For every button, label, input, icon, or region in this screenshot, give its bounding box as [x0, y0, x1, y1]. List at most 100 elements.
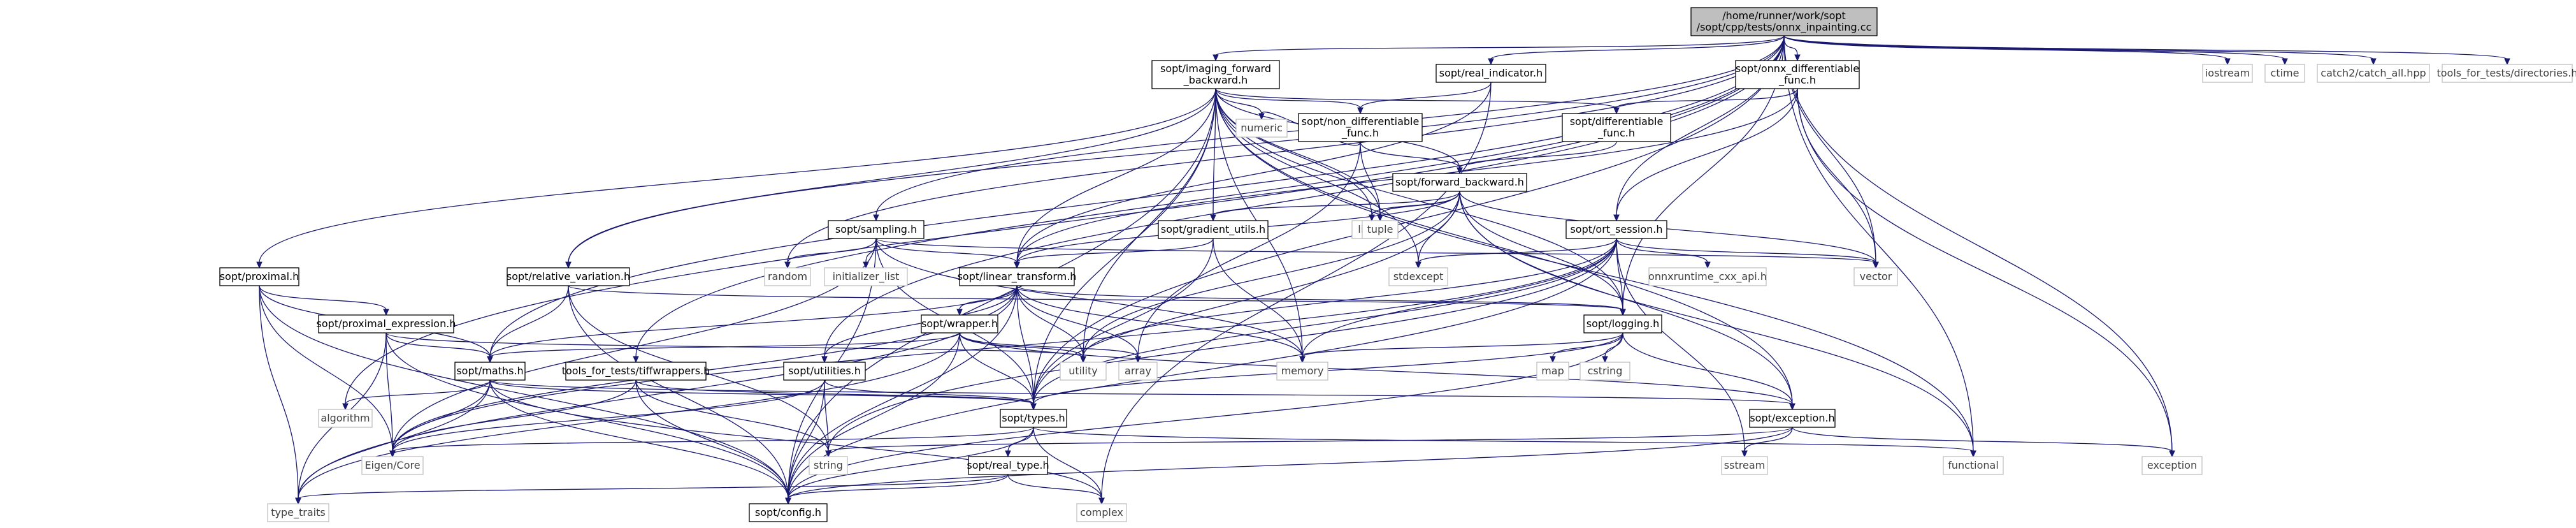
- edge-arrowhead: [389, 450, 396, 458]
- node-diff[interactable]: sopt/differentiable_func.h: [1562, 113, 1671, 142]
- node-label: tuple: [1367, 223, 1393, 235]
- node-realind[interactable]: sopt/real_indicator.h: [1436, 64, 1546, 83]
- node-label: type_traits: [271, 506, 325, 519]
- node-label: sopt/linear_transform.h: [958, 270, 1077, 283]
- edge-arrowhead: [1377, 214, 1383, 222]
- node-stdexcept: stdexcept: [1388, 267, 1448, 286]
- edge-logging-to-exception: [1622, 332, 1793, 405]
- node-onnxdiff[interactable]: sopt/onnx_differentiable_func.h: [1735, 60, 1860, 89]
- node-label: sopt/maths.h: [456, 365, 523, 377]
- node-proxexpr[interactable]: sopt/proximal_expression.h: [317, 314, 456, 334]
- edge-arrowhead: [1873, 261, 1879, 269]
- edge-arrowhead: [565, 261, 572, 269]
- node-box: [1000, 409, 1067, 428]
- node-label: _func.h: [1597, 127, 1635, 140]
- edge-arrowhead: [342, 403, 349, 411]
- node-box: [318, 314, 454, 334]
- edge-logging-to-config: [788, 332, 1623, 499]
- edge-ort-to-config: [788, 238, 1617, 499]
- node-lt[interactable]: sopt/linear_transform.h: [958, 267, 1077, 286]
- edge-exception-to-config: [788, 427, 1793, 499]
- edge-lt-to-memory: [1016, 285, 1303, 358]
- edge-arrowhead: [295, 497, 301, 505]
- edges-layer: [256, 35, 2510, 505]
- node-label: sopt/non_differentiable: [1302, 115, 1420, 128]
- node-box: [1735, 60, 1860, 89]
- edge-arrowhead: [1005, 450, 1011, 458]
- node-label: initializer_list: [833, 270, 900, 283]
- edge-wrapper-to-utility: [959, 332, 1084, 358]
- edge-arrowhead: [873, 214, 879, 222]
- edge-sampling-to-vector: [875, 238, 1876, 263]
- node-util_h[interactable]: sopt/utilities.h: [783, 362, 866, 381]
- node-box: [968, 456, 1048, 475]
- node-utility: utility: [1060, 362, 1107, 381]
- edge-arrowhead: [1613, 214, 1620, 222]
- edge-prox-to-eigen: [259, 285, 393, 452]
- node-root[interactable]: /home/runner/work/sopt/sopt/cpp/tests/on…: [1690, 7, 1878, 36]
- node-tiff[interactable]: tools_for_tests/tiffwrappers.h: [562, 362, 710, 381]
- node-label: tools_for_tests/directories.h: [2436, 67, 2576, 80]
- node-array: array: [1118, 362, 1158, 381]
- node-fb[interactable]: sopt/forward_backward.h: [1392, 173, 1527, 192]
- node-config[interactable]: sopt/config.h: [749, 503, 828, 522]
- node-box: [361, 456, 424, 475]
- edge-maths-to-eigen: [392, 379, 491, 452]
- node-wrapper[interactable]: sopt/wrapper.h: [921, 314, 998, 334]
- edge-root-to-maths: [489, 35, 1785, 358]
- node-label: exception: [2147, 459, 2197, 471]
- edge-ifb-to-utility: [1083, 88, 1216, 358]
- node-exception[interactable]: sopt/exception.h: [1749, 409, 1836, 428]
- edge-arrowhead: [2224, 58, 2231, 66]
- node-label: sopt/wrapper.h: [921, 318, 998, 330]
- edge-ort-to-memory: [1302, 238, 1617, 358]
- node-label: sopt/ort_session.h: [1570, 223, 1662, 236]
- edge-fb-to-functional: [1459, 191, 1974, 452]
- node-logging[interactable]: sopt/logging.h: [1583, 314, 1662, 334]
- node-label: sopt/differentiable: [1570, 115, 1664, 128]
- edge-arrowhead: [2282, 58, 2288, 66]
- edge-ort-to-sstream: [1616, 238, 1745, 452]
- node-box: [2317, 64, 2430, 83]
- node-box: [1362, 220, 1399, 239]
- node-maths[interactable]: sopt/maths.h: [454, 362, 526, 381]
- node-box: [1276, 362, 1328, 381]
- edge-util_h-to-types: [824, 379, 1034, 405]
- edge-arrowhead: [1299, 356, 1306, 363]
- node-grad[interactable]: sopt/gradient_utils.h: [1158, 220, 1269, 239]
- edge-arrowhead: [1357, 107, 1364, 115]
- edge-arrowhead: [1030, 403, 1037, 411]
- node-cstring: cstring: [1579, 362, 1630, 381]
- node-prox[interactable]: sopt/proximal.h: [219, 267, 299, 286]
- node-tuple: tuple: [1362, 220, 1399, 239]
- node-box: [267, 503, 329, 522]
- edge-maths-to-algorithm: [345, 379, 491, 405]
- edge-ifb-to-grad: [1212, 88, 1216, 216]
- node-box: [1151, 60, 1280, 89]
- node-nondiff[interactable]: sopt/non_differentiable_func.h: [1298, 113, 1423, 142]
- node-types[interactable]: sopt/types.h: [1000, 409, 1067, 428]
- edge-grad-to-memory: [1212, 238, 1303, 358]
- node-box: [1943, 456, 2004, 475]
- edge-maths-to-exception: [489, 379, 1793, 405]
- edge-root-to-ctime: [1783, 35, 2285, 60]
- edge-util_h-to-string: [824, 379, 829, 452]
- edge-arrowhead: [821, 356, 828, 363]
- node-box: [2264, 64, 2305, 83]
- edge-lt-to-utility: [1016, 285, 1084, 358]
- edge-ifb-to-limits: [1215, 88, 1372, 216]
- node-ifb[interactable]: sopt/imaging_forward_backward.h: [1151, 60, 1280, 89]
- node-realtype[interactable]: sopt/real_type.h: [967, 456, 1049, 475]
- node-box: [1060, 362, 1107, 381]
- edge-root-to-relvar: [568, 35, 1785, 263]
- edge-root-to-iostream: [1783, 35, 2228, 60]
- edge-fb-to-vector: [1459, 191, 1876, 263]
- node-relvar[interactable]: sopt/relative_variation.h: [507, 267, 630, 286]
- node-box: [764, 267, 811, 286]
- edge-ort-to-vector: [1616, 238, 1876, 263]
- node-box: [809, 456, 848, 475]
- node-box: [1118, 362, 1158, 381]
- node-ort[interactable]: sopt/ort_session.h: [1565, 220, 1667, 239]
- node-sampling[interactable]: sopt/sampling.h: [828, 220, 925, 239]
- node-box: [1392, 173, 1527, 192]
